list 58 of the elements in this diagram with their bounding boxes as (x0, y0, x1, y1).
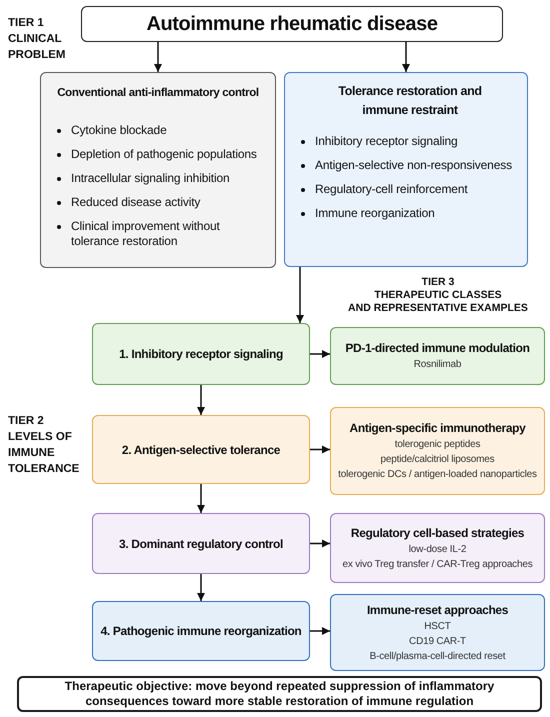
arrow (310, 627, 330, 635)
bullet-text: Inhibitory receptor signaling (315, 134, 458, 149)
objective-box (17, 676, 542, 712)
tolerance-level-box (92, 601, 310, 661)
tier-label: TIER 1 (8, 16, 45, 31)
arrow (402, 42, 410, 72)
bullet-text: Intracellular signaling inhibition (71, 171, 230, 186)
disease-box (81, 6, 503, 42)
tier-description: CLINICAL PROBLEM (8, 32, 66, 63)
therapy-class-box (330, 407, 545, 495)
bullet-text: Depletion of pathogenic populations (71, 147, 257, 162)
therapy-example: CD19 CAR-T (409, 634, 466, 648)
tier-label: TIER 2 (8, 414, 45, 429)
bullet-text: Regulatory-cell reinforcement (315, 182, 468, 197)
therapy-class-box (330, 513, 545, 583)
tolerance-level-box (92, 415, 310, 484)
arrow (197, 574, 205, 601)
arrow (154, 42, 162, 72)
arrow (310, 350, 330, 358)
therapy-class-box (330, 594, 545, 671)
arrow (296, 267, 304, 323)
tier-description: LEVELS OF IMMUNE TOLERANCE (8, 430, 80, 477)
box-title: Autoimmune rheumatic disease (146, 12, 438, 36)
tier-description: THERAPEUTIC CLASSES AND REPRESENTATIVE EXAMPLES (347, 289, 529, 315)
bullet-text: Immune reorganization (315, 206, 435, 221)
therapy-example: low-dose IL-2 (408, 542, 466, 556)
therapy-class-box (330, 327, 545, 385)
level-title: 4. Pathogenic immune reorganization (100, 623, 302, 639)
approach-panel (40, 72, 276, 268)
panel-heading: Conventional anti-inflammatory control (56, 86, 260, 101)
therapy-example: tolerogenic DCs / antigen-loaded nanoparticles (338, 468, 537, 482)
therapy-heading: Regulatory cell-based strategies (350, 524, 524, 542)
level-title: 2. Antigen-selective tolerance (122, 442, 280, 458)
therapy-heading: Antigen-specific immunotherapy (350, 420, 526, 437)
bullet-text: Antigen-selective non-responsiveness (315, 158, 512, 173)
level-title: 3. Dominant regulatory control (119, 536, 283, 552)
therapy-heading: Immune-reset approaches (366, 602, 508, 618)
bullet-text: Reduced disease activity (71, 195, 200, 210)
therapy-example: ex vivo Treg transfer / CAR-Treg approaches (342, 558, 532, 572)
tier-label: TIER 3 (420, 276, 456, 289)
therapy-example: Rosnilimab (414, 358, 462, 372)
tolerance-level-box (92, 323, 310, 385)
therapy-heading: PD-1-directed immune modulation (345, 340, 530, 357)
panel-heading: Tolerance restoration and immune restraint (337, 83, 483, 119)
bullet-text: Cytokine blockade (71, 123, 167, 138)
therapy-example: HSCT (424, 620, 451, 634)
bullet-text: Clinical improvement without tolerance restoration (71, 219, 221, 249)
arrow (310, 446, 330, 454)
tolerance-level-box (92, 513, 310, 574)
level-title: 1. Inhibitory receptor signaling (119, 346, 283, 362)
objective-text: Therapeutic objective: move beyond repeated suppression of inflammatory consequences toward more stable restoration of immune regulation (64, 679, 496, 709)
therapy-example: B-cell/plasma-cell-directed reset (370, 650, 506, 664)
therapy-example: tolerogenic peptides (394, 438, 480, 452)
approach-panel (284, 72, 528, 267)
arrow (197, 385, 205, 415)
arrow (197, 484, 205, 513)
arrow (310, 540, 330, 548)
therapy-example: peptide/calcitriol liposomes (380, 453, 494, 467)
